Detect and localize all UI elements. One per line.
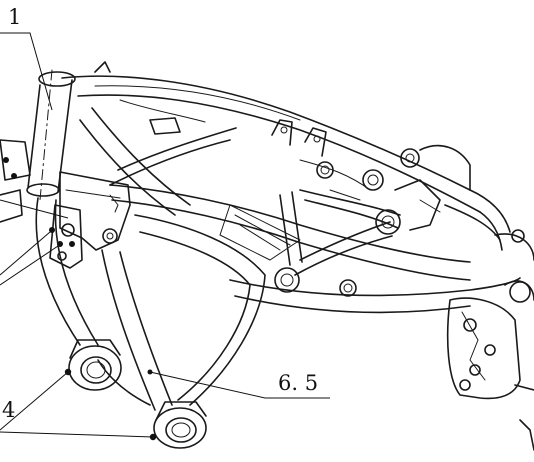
lower-rail-tube bbox=[109, 184, 521, 314]
rear-swingarm-bracket bbox=[400, 144, 534, 451]
leader-lines bbox=[0, 32, 330, 441]
rear-engine-details bbox=[299, 159, 501, 241]
down-tubes bbox=[35, 197, 266, 411]
frame-bushings bbox=[274, 161, 401, 297]
lower-pivot-right bbox=[153, 401, 207, 449]
top-brackets bbox=[94, 61, 327, 157]
upper-main-tube bbox=[61, 75, 511, 251]
left-bracket bbox=[0, 139, 31, 223]
lower-pivot-left bbox=[68, 339, 122, 391]
head-tube bbox=[26, 69, 76, 201]
callout-label-6-5: 6. 5 bbox=[278, 371, 318, 395]
central-truss bbox=[219, 189, 401, 276]
callout-label-4: 4 bbox=[2, 398, 15, 422]
front-diagonal-tubes bbox=[79, 107, 237, 216]
callout-label-1: 1 bbox=[8, 5, 21, 29]
